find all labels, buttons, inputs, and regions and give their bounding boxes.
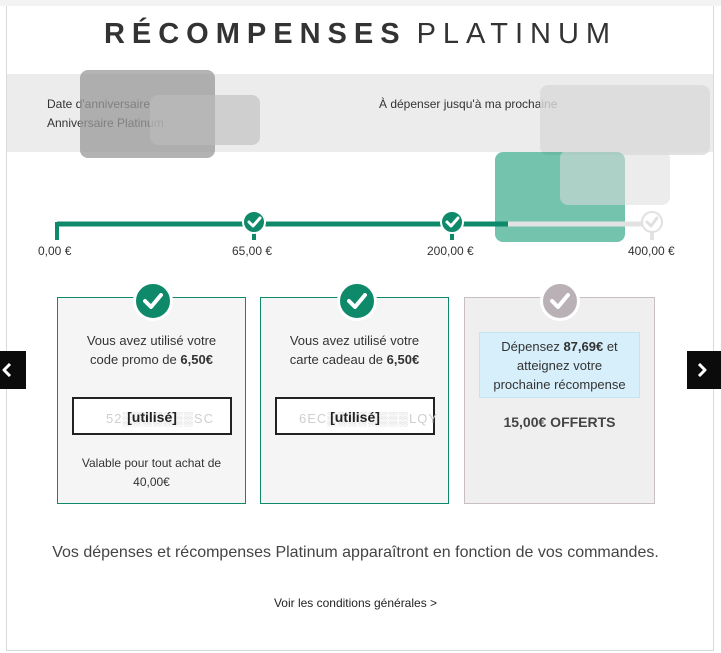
card-text: Vous avez utilisé votre code promo de 6,… — [57, 331, 246, 369]
promo-code-box[interactable]: 52▒▒▒▒▒▒▒SC [utilisé] — [72, 397, 232, 435]
next-reward-info — [479, 332, 640, 398]
check-icon — [540, 281, 580, 321]
card-line-prefix: carte cadeau de — [289, 352, 387, 367]
title-bold: RÉCOMPENSES — [103, 18, 407, 50]
carousel-prev-button[interactable] — [0, 351, 26, 389]
card-note-line: 40,00€ — [133, 475, 170, 489]
page-title: RÉCOMPENSES PLATINUM — [0, 18, 721, 51]
next-reward-line: atteignez votre — [516, 358, 603, 373]
carousel-next-button[interactable] — [687, 351, 721, 389]
tick-label: 200,00 € — [427, 244, 474, 258]
gift-code-box[interactable]: 6EC▒▒▒▒▒▒▒▒LQY [utilisé] — [275, 397, 438, 435]
next-reward-line: Dépensez 87,69€ et — [479, 337, 640, 356]
tick-label: 65,00 € — [232, 244, 273, 258]
card-note-line: Valable pour tout achat de — [81, 456, 222, 470]
redaction-smudge — [540, 85, 710, 155]
redaction-smudge — [150, 95, 260, 145]
title-light: PLATINUM — [416, 18, 618, 50]
tick-label: 400,00 € — [628, 244, 675, 258]
browser-top-strip — [0, 0, 721, 6]
footer-note: Vos dépenses et récompenses Platinum app… — [52, 544, 659, 561]
check-icon — [133, 281, 173, 321]
tick-label: 0,00 € — [38, 244, 72, 258]
chevron-right-icon — [697, 363, 707, 377]
card-line: carte cadeau de 6,50€ — [260, 350, 449, 369]
spend-amount: 87,69€ — [563, 339, 604, 354]
redaction-smudge — [560, 150, 670, 205]
chevron-left-icon — [2, 363, 12, 377]
code-status: [utilisé] — [330, 409, 380, 425]
card-line: Vous avez utilisé votre — [86, 333, 217, 348]
check-icon — [337, 281, 377, 321]
redacted-code: 6EC▒▒▒▒▒▒▒▒LQY — [299, 411, 438, 426]
rewards-panel — [6, 6, 714, 651]
card-note: Valable pour tout achat de 40,00€ — [57, 454, 246, 492]
spend-suffix: et — [603, 339, 618, 354]
card-text: Vous avez utilisé votre carte cadeau de … — [260, 331, 449, 369]
next-reward-line: prochaine récompense — [493, 377, 626, 392]
card-amount: 6,50€ — [180, 352, 213, 367]
redacted-code: 52▒▒▒▒▒▒▒SC — [106, 411, 214, 426]
next-reward-text: Dépensez 87,69€ et atteignez votre proch… — [479, 337, 640, 394]
reward-offer: 15,00€ OFFERTS — [503, 414, 616, 430]
spend-until-label: À dépenser jusqu'à ma prochaine — [379, 97, 558, 111]
spend-prefix: Dépensez — [501, 339, 564, 354]
reward-card-next — [464, 297, 655, 504]
card-line: Vous avez utilisé votre — [289, 333, 420, 348]
terms-link[interactable]: Voir les conditions générales > — [273, 596, 438, 610]
code-status: [utilisé] — [127, 409, 177, 425]
card-line-prefix: code promo de — [90, 352, 181, 367]
card-line: code promo de 6,50€ — [57, 350, 246, 369]
card-amount: 6,50€ — [386, 352, 420, 367]
